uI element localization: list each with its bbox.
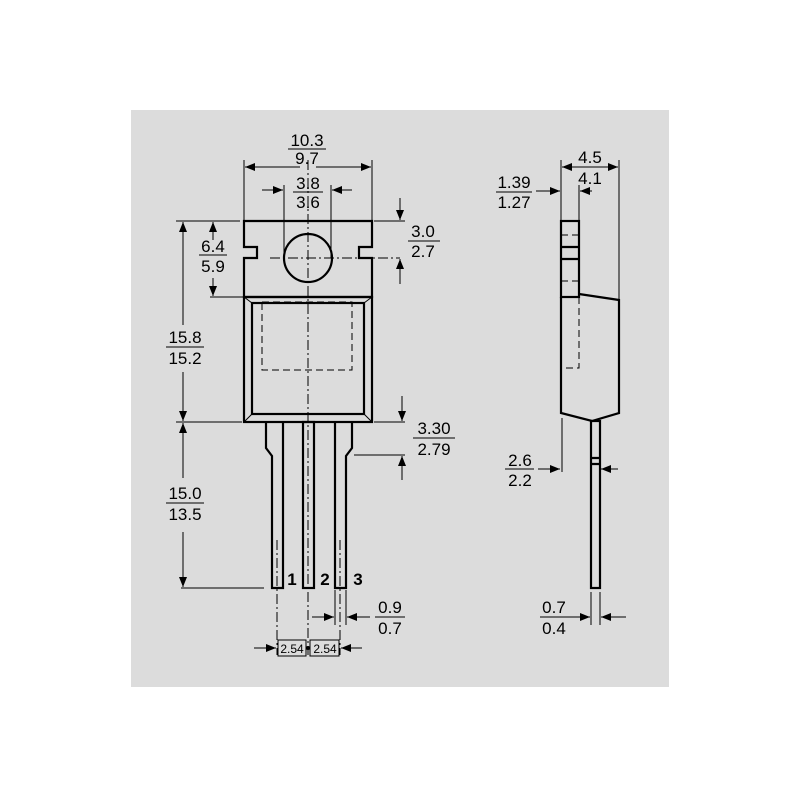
side-view: 4.5 4.1 1.39 1.27 2.6 2.2 0.7 0.4 — [496, 148, 626, 638]
lead-shoulder-max: 3.30 — [417, 419, 450, 438]
width-max: 10.3 — [290, 131, 323, 150]
pitch-2: 2.54 — [313, 642, 337, 656]
lead-width-max: 0.9 — [378, 598, 402, 617]
lead-1 — [264, 422, 285, 590]
hole-min: 3.6 — [296, 193, 320, 212]
hole-offset-min: 2.7 — [411, 242, 435, 261]
thickness-max: 4.5 — [578, 148, 602, 167]
lead-thickness-min: 0.4 — [542, 619, 566, 638]
hole-max: 3.8 — [296, 174, 320, 193]
tab-height-max: 6.4 — [201, 237, 225, 256]
lead-offset-max: 2.6 — [508, 451, 532, 470]
lead-length-max: 15.0 — [168, 484, 201, 503]
pin-label-3: 3 — [353, 570, 362, 589]
front-view: 1 2 3 10.3 9.7 3.8 3.6 3.0 2.7 6.4 5.9 — [166, 131, 455, 657]
lead-offset-min: 2.2 — [508, 471, 532, 490]
width-min: 9.7 — [295, 149, 319, 168]
die-outline — [261, 301, 353, 371]
lead-thickness-max: 0.7 — [542, 598, 566, 617]
lead-length-min: 13.5 — [168, 505, 201, 524]
pitch-1: 2.54 — [280, 642, 304, 656]
lead-width-min: 0.7 — [378, 619, 402, 638]
body-height-max: 15.8 — [168, 328, 201, 347]
lead-3 — [333, 422, 354, 590]
side-body — [559, 292, 621, 423]
thickness-min: 4.1 — [578, 169, 602, 188]
pin-label-1: 1 — [287, 570, 296, 589]
lead-shoulder-min: 2.79 — [417, 440, 450, 459]
side-lead — [589, 419, 602, 590]
hole-offset-max: 3.0 — [411, 222, 435, 241]
body-height-min: 15.2 — [168, 349, 201, 368]
tab-height-min: 5.9 — [201, 257, 225, 276]
pin-label-2: 2 — [320, 570, 329, 589]
tab-thickness-min: 1.27 — [497, 193, 530, 212]
tab-thickness-max: 1.39 — [497, 173, 530, 192]
